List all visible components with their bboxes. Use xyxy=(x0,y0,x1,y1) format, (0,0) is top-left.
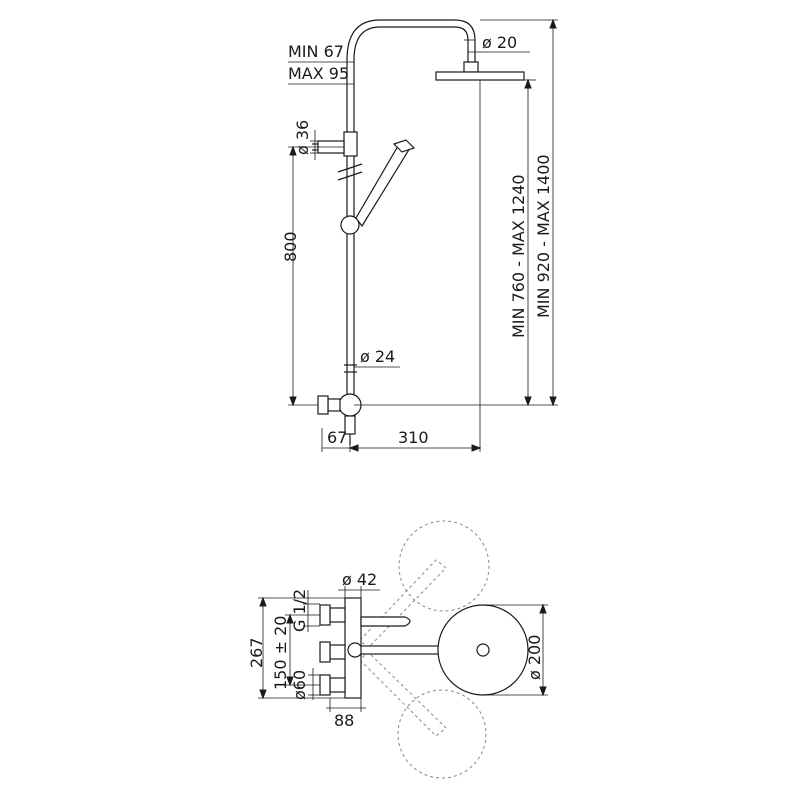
height-800-dimension: 800 xyxy=(281,145,344,407)
side-view: MIN 67 MAX 95 ø 20 ø 36 800 ø xyxy=(281,18,558,452)
valve-diameter-dimension: ø 36 xyxy=(293,120,320,160)
bottom-horizontal-dimensions: 67 310 xyxy=(321,80,482,452)
max-95-label: MAX 95 xyxy=(288,64,349,83)
head-diameter-dimension: ø 200 xyxy=(483,603,548,697)
offset-67-label: 67 xyxy=(327,428,347,447)
pipe-diameter-dimension: ø 24 xyxy=(354,347,400,368)
thread-size-label: G 1/2 xyxy=(290,589,309,632)
lower-handle-top xyxy=(319,674,346,696)
hand-shower xyxy=(340,139,416,235)
total-width-dimension: 267 xyxy=(247,596,345,700)
arm-diameter-label: ø 20 xyxy=(482,33,517,52)
body-diameter-dimension: ø 42 xyxy=(338,570,380,598)
center-distance-dimension: 150 ± 20 xyxy=(271,613,320,690)
min-67-label: MIN 67 xyxy=(288,42,344,61)
shower-arm xyxy=(346,19,476,62)
head-height-dimension: MIN 760 - MAX 1240 xyxy=(509,78,536,407)
depth-88-label: 88 xyxy=(334,711,354,730)
height-800-label: 800 xyxy=(281,231,300,262)
pipe-diameter-label: ø 24 xyxy=(360,347,395,366)
break-symbol xyxy=(337,163,363,181)
body-diameter-label: ø 42 xyxy=(342,570,377,589)
shower-head-side xyxy=(435,61,525,81)
center-distance-label: 150 ± 20 xyxy=(271,616,290,690)
upper-connector xyxy=(312,131,358,157)
total-height-dimension: MIN 920 - MAX 1400 xyxy=(354,18,558,407)
top-view: ø 42 G 1/2 150 ± 20 ø60 xyxy=(247,520,548,779)
valve-diameter-label: ø 36 xyxy=(293,120,312,155)
mixer-valve xyxy=(317,393,362,445)
min-max-dimension: MIN 67 MAX 95 xyxy=(288,42,354,85)
middle-handle-top xyxy=(319,641,482,663)
thread-dimension: G 1/2 xyxy=(290,589,320,632)
depth-88-dimension: 88 xyxy=(326,698,366,730)
arm-diameter-dimension: ø 20 xyxy=(464,33,530,53)
reach-310-label: 310 xyxy=(398,428,429,447)
alternate-head-positions xyxy=(359,520,490,779)
lower-pipe-band xyxy=(344,364,357,373)
total-height-range-label: MIN 920 - MAX 1400 xyxy=(534,154,553,318)
head-height-range-label: MIN 760 - MAX 1240 xyxy=(509,174,528,338)
rosette-diameter-dimension: ø60 xyxy=(290,668,320,700)
shower-head-top xyxy=(437,604,529,696)
upper-handle-top xyxy=(319,604,411,627)
rosette-diameter-label: ø60 xyxy=(290,670,309,700)
total-width-label: 267 xyxy=(247,637,266,668)
head-diameter-label: ø 200 xyxy=(525,635,544,680)
